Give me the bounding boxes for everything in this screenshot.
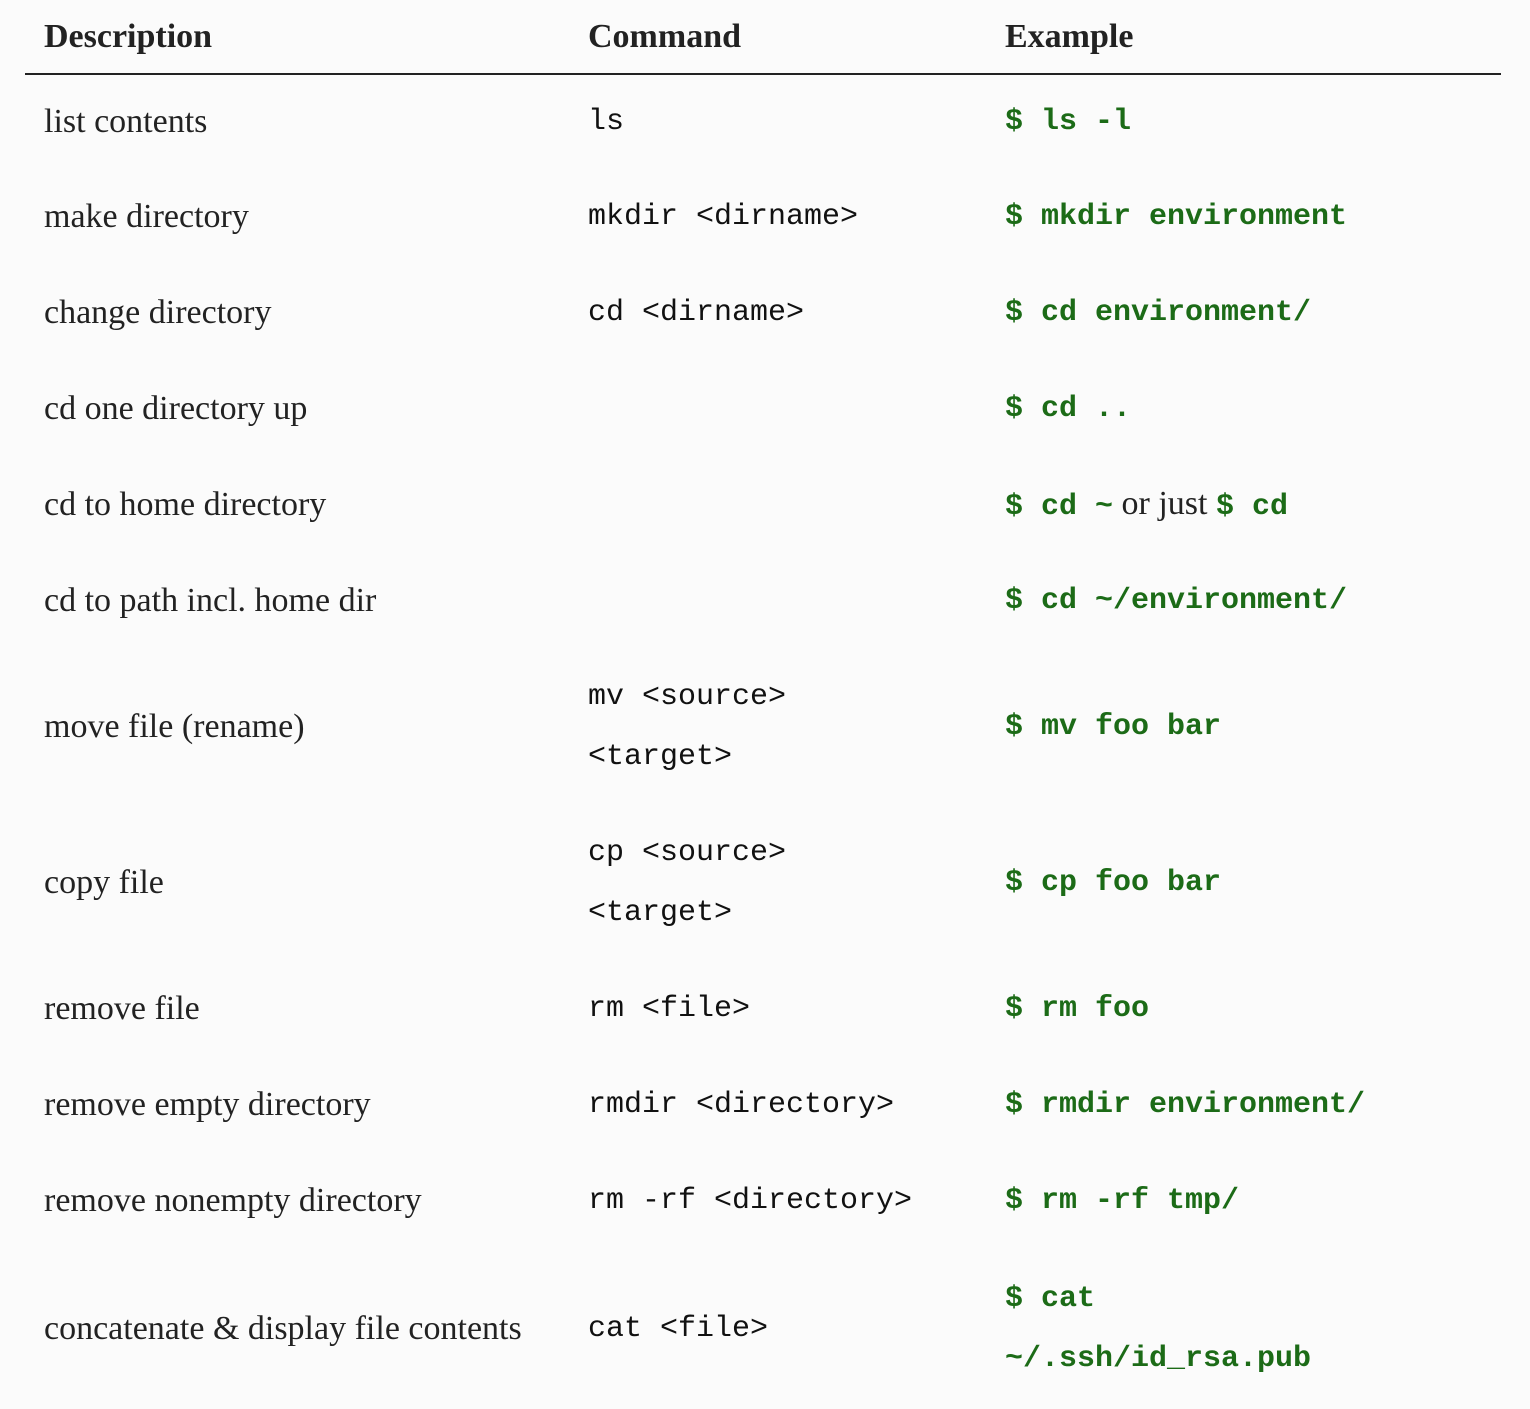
- example-cell: $ cd environment/: [1005, 296, 1312, 330]
- description-cell: copy file: [44, 864, 164, 901]
- description-cell: move file (rename): [44, 708, 305, 745]
- example-cell: $ ls -l: [1005, 105, 1132, 139]
- description-cell: list contents: [44, 103, 208, 140]
- table-row: cd one directory up $ cd ..: [25, 361, 1501, 457]
- description-cell: cd to path incl. home dir: [44, 582, 377, 619]
- example-cell: $ cd ..: [1005, 392, 1132, 426]
- description-cell: make directory: [44, 198, 249, 235]
- command-cell: [569, 361, 1005, 457]
- command-cell: cp <source> <target>: [588, 836, 787, 930]
- commands-table: Description Command Example list content…: [25, 0, 1501, 1409]
- example-cell: $ rm foo: [1005, 992, 1150, 1026]
- table-row: concatenate & display file contents cat …: [25, 1249, 1501, 1409]
- table-row: remove nonempty directory rm -rf <direct…: [25, 1153, 1501, 1249]
- header-example: Example: [1005, 0, 1501, 75]
- example-cell: $ cat ~/.ssh/id_rsa.pub: [1005, 1282, 1312, 1376]
- example-code: $ cd ~: [1005, 489, 1114, 524]
- table-row: change directory cd <dirname> $ cd envir…: [25, 265, 1501, 361]
- command-cell: rmdir <directory>: [588, 1088, 895, 1122]
- table-row: cd to path incl. home dir $ cd ~/environ…: [25, 553, 1501, 649]
- command-cell: [569, 553, 1005, 649]
- example-cell: $ mkdir environment: [1005, 200, 1348, 234]
- table-row: copy file cp <source> <target> $ cp foo …: [25, 805, 1501, 961]
- table-row: make directory mkdir <dirname> $ mkdir e…: [25, 169, 1501, 265]
- command-cell: mv <source> <target>: [588, 680, 787, 774]
- table-row: remove empty directory rmdir <directory>…: [25, 1057, 1501, 1153]
- header-command: Command: [569, 0, 1005, 75]
- description-cell: cd to home directory: [44, 486, 327, 523]
- description-cell: remove file: [44, 990, 200, 1027]
- example-cell: $ cd ~ or just $ cd: [1005, 457, 1501, 553]
- header-row: Description Command Example: [25, 0, 1501, 75]
- command-cell: rm -rf <directory>: [588, 1184, 913, 1218]
- description-cell: remove empty directory: [44, 1086, 371, 1123]
- table-row: remove file rm <file> $ rm foo: [25, 961, 1501, 1057]
- example-cell: $ cp foo bar: [1005, 866, 1222, 900]
- example-separator: or just: [1113, 484, 1216, 522]
- example-cell: $ mv foo bar: [1005, 710, 1222, 744]
- table-row: move file (rename) mv <source> <target> …: [25, 649, 1501, 805]
- command-cell: cat <file>: [588, 1312, 769, 1346]
- description-cell: remove nonempty directory: [44, 1182, 422, 1219]
- example-cell: $ rmdir environment/: [1005, 1088, 1366, 1122]
- table-row: cd to home directory $ cd ~ or just $ cd: [25, 457, 1501, 553]
- example-code-alt: $ cd: [1215, 489, 1288, 524]
- table-header: Description Command Example: [25, 0, 1501, 75]
- command-cell: rm <file>: [588, 992, 751, 1026]
- example-cell: $ cd ~/environment/: [1005, 584, 1348, 618]
- command-cell: mkdir <dirname>: [588, 200, 859, 234]
- example-cell: $ rm -rf tmp/: [1005, 1184, 1240, 1218]
- description-cell: change directory: [44, 294, 272, 331]
- table-body: list contents ls $ ls -l make directory …: [25, 74, 1501, 1409]
- description-cell: concatenate & display file contents: [44, 1310, 522, 1347]
- command-cell: ls: [588, 105, 625, 139]
- command-cell: [569, 457, 1005, 553]
- table-row: list contents ls $ ls -l: [25, 74, 1501, 169]
- description-cell: cd one directory up: [44, 390, 308, 427]
- header-description: Description: [25, 0, 569, 75]
- command-cell: cd <dirname>: [588, 296, 805, 330]
